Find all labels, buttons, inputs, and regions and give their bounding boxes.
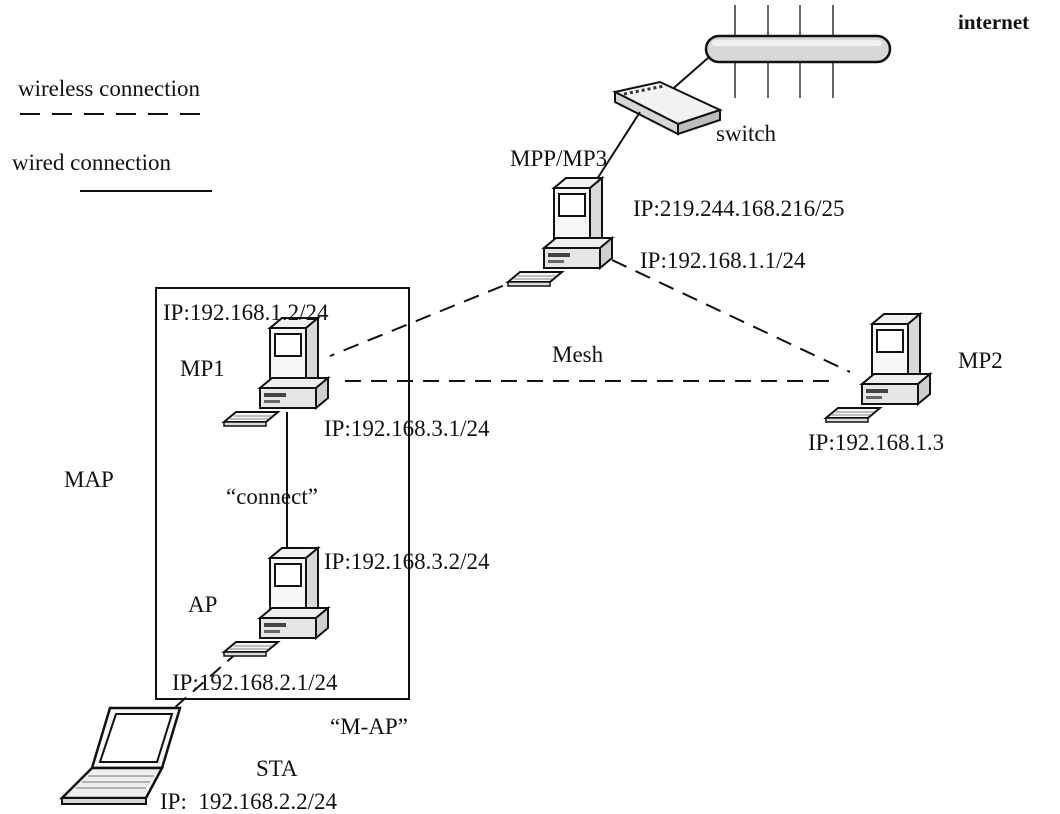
mp2-name-label: MP2 [958, 349, 1003, 372]
switch-label: switch [716, 122, 776, 145]
mp1-ip-top-label: IP:192.168.1.2/24 [163, 301, 328, 324]
sta-name-label: STA [256, 757, 298, 780]
legend-wired-label: wired connection [12, 151, 171, 174]
mp1-ip-bottom-label: IP:192.168.3.1/24 [324, 417, 489, 440]
ap-name-label: AP [188, 593, 217, 616]
ap-computer-icon [224, 548, 328, 656]
sta-ip-label: IP: 192.168.2.2/24 [160, 790, 337, 813]
internet-bus-icon [706, 5, 890, 98]
ap-ip-top-label: IP:192.168.3.2/24 [324, 550, 489, 573]
mp2-computer-icon [826, 314, 930, 422]
connect-label: “connect” [226, 485, 318, 508]
mpp-ip-wan-label: IP:219.244.168.216/25 [633, 197, 844, 220]
map-label: MAP [64, 468, 114, 491]
mpp-computer-icon [508, 178, 612, 286]
wireless-link-mpp-mp2 [612, 260, 850, 372]
mesh-label: Mesh [552, 343, 603, 366]
map-sublabel: “M-AP” [330, 715, 408, 738]
mpp-name-label: MPP/MP3 [510, 147, 607, 170]
ap-ip-bottom-label: IP:192.168.2.1/24 [172, 671, 337, 694]
mp1-computer-icon [224, 318, 328, 426]
mp1-name-label: MP1 [180, 357, 225, 380]
mpp-ip-lan-label: IP:192.168.1.1/24 [640, 249, 805, 272]
internet-label: internet [958, 12, 1029, 33]
legend-wireless-label: wireless connection [18, 77, 200, 100]
mp2-ip-label: IP:192.168.1.3 [808, 431, 944, 454]
